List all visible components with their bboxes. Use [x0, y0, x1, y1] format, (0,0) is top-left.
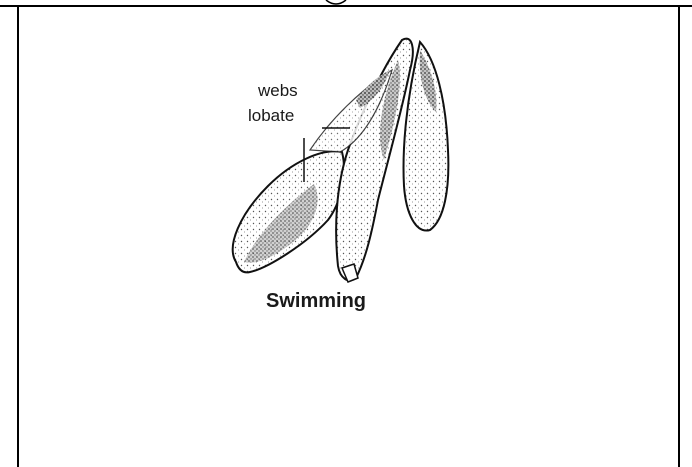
label-webs: webs — [257, 81, 298, 100]
foot-illustration — [233, 39, 449, 282]
label-lobate: lobate — [248, 106, 294, 125]
middle-toe-lobe — [336, 39, 413, 281]
figure-caption: Swimming — [266, 290, 366, 312]
frame-top-arc — [326, 0, 346, 4]
